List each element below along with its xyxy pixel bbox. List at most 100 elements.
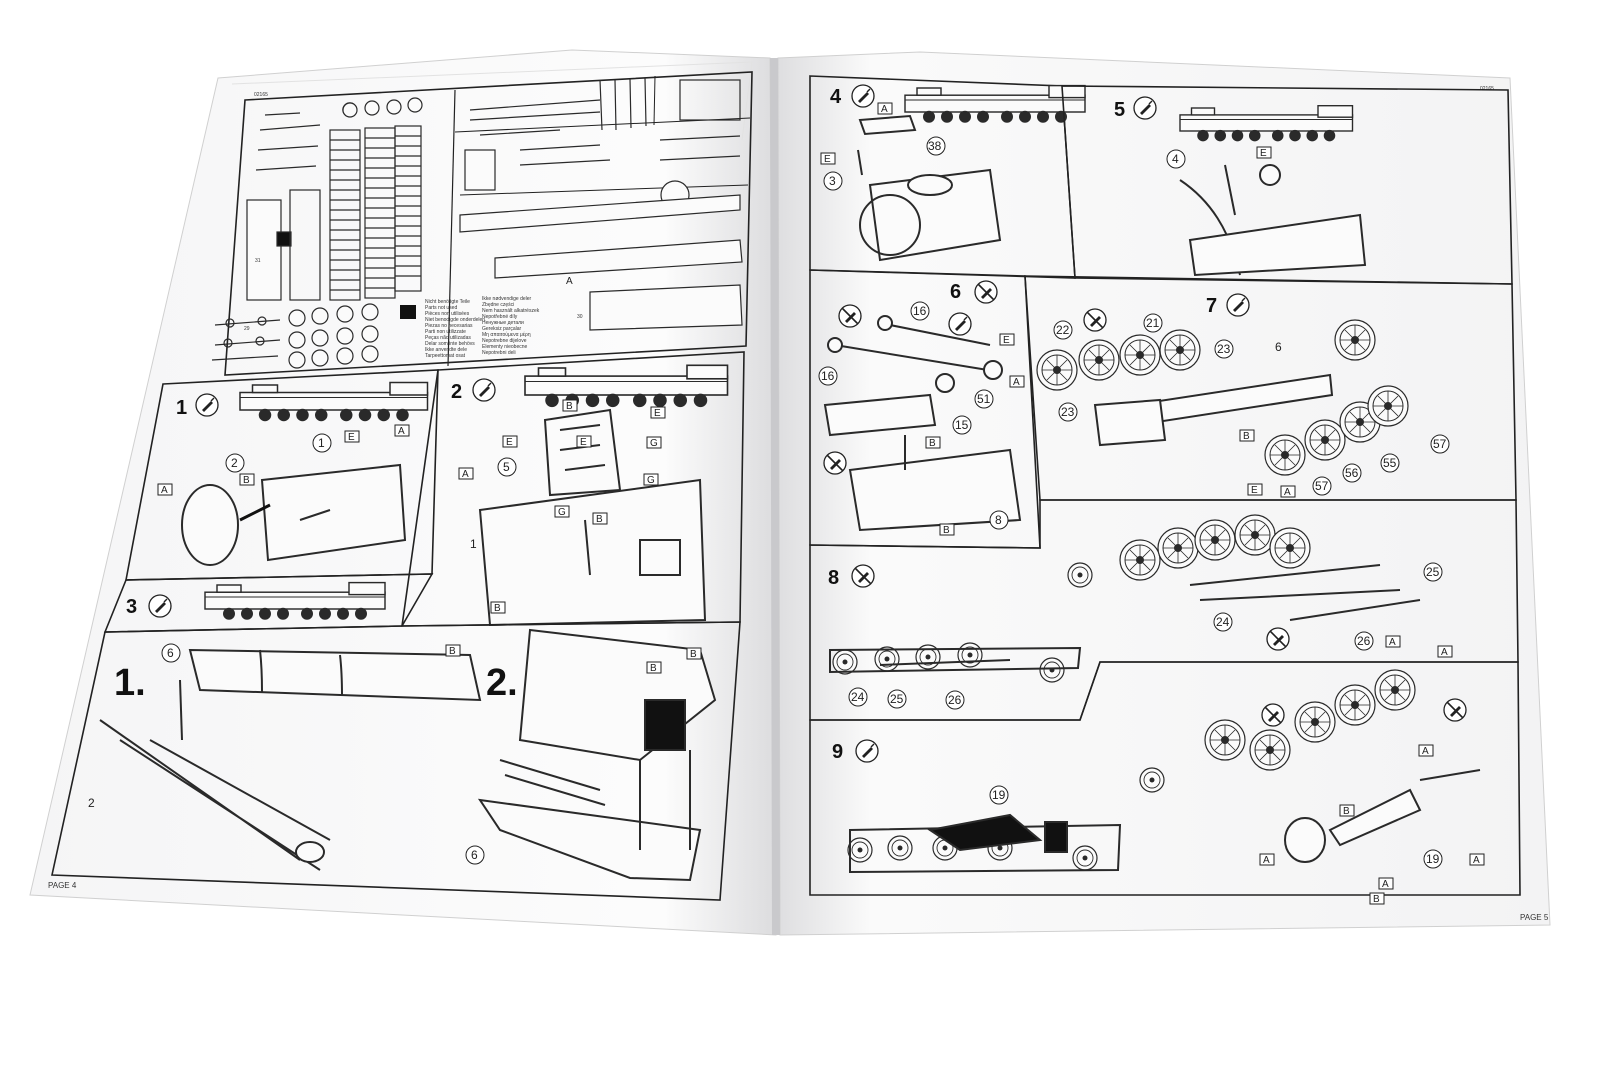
svg-text:25: 25: [890, 692, 904, 706]
svg-text:A: A: [1389, 637, 1396, 648]
svg-text:7: 7: [1206, 295, 1217, 317]
svg-text:24: 24: [1216, 615, 1230, 629]
svg-text:6: 6: [167, 646, 174, 660]
svg-text:19: 19: [1426, 852, 1440, 866]
step-8-rods: [829, 564, 1421, 674]
svg-text:Nem használt alkatrészek: Nem használt alkatrészek: [482, 308, 540, 314]
svg-text:E: E: [506, 437, 513, 448]
step-5-panel: 5 4 E: [1061, 85, 1513, 285]
boiler-drawing: [99, 648, 482, 871]
step-2-callouts: 5 1 B E E G G A E G B B: [458, 399, 666, 614]
svg-text:Ненужные детали: Ненужные детали: [482, 320, 524, 326]
svg-text:24: 24: [851, 690, 865, 704]
svg-text:2: 2: [88, 796, 95, 810]
svg-text:Nepotrebne dijelove: Nepotrebne dijelove: [482, 338, 527, 344]
svg-text:E: E: [348, 432, 355, 443]
svg-text:A: A: [1441, 647, 1448, 658]
step-1-callouts: 1 2 A B E A: [157, 424, 410, 496]
svg-text:8: 8: [828, 567, 839, 589]
step-9-drawing: [849, 769, 1481, 874]
svg-text:B: B: [650, 663, 657, 674]
svg-text:A: A: [1473, 855, 1480, 866]
svg-text:4: 4: [830, 86, 842, 108]
step-2-number: 2: [451, 381, 462, 403]
svg-text:Tarpeettomat osat: Tarpeettomat osat: [425, 353, 466, 359]
svg-text:26: 26: [948, 693, 962, 707]
svg-text:22: 22: [1056, 323, 1070, 337]
svg-text:E: E: [1260, 148, 1267, 159]
sub-step-2-number: 2.: [486, 662, 518, 704]
spine-shadow: [770, 58, 780, 935]
step-4-drawing: [857, 114, 1002, 262]
svg-text:38: 38: [928, 139, 942, 153]
svg-text:A: A: [1284, 487, 1291, 498]
svg-text:8: 8: [995, 513, 1002, 527]
svg-text:Parts not used: Parts not used: [425, 305, 457, 311]
step-6-panel: 6 16 16 15 51 8 E A B B: [809, 269, 1041, 549]
body-callout-a: A: [566, 276, 573, 287]
svg-text:Ikke anvendte dele: Ikke anvendte dele: [425, 347, 467, 353]
svg-text:55: 55: [1383, 456, 1397, 470]
sprue-part-29: 29: [244, 326, 250, 332]
step-4-panel: 4 38 3 A E: [809, 75, 1086, 279]
sprue-small-wheels: [288, 97, 423, 369]
svg-text:B: B: [566, 401, 573, 412]
svg-text:26: 26: [1357, 634, 1371, 648]
step-1-panel: 1 1 2 A B E A: [125, 369, 439, 581]
svg-text:15: 15: [955, 418, 969, 432]
svg-text:25: 25: [1426, 565, 1440, 579]
svg-text:E: E: [1251, 485, 1258, 496]
svg-text:Nicht benötigte Teile: Nicht benötigte Teile: [425, 299, 470, 305]
step-7-frame: [1093, 373, 1334, 447]
svg-text:B: B: [1373, 894, 1380, 905]
svg-text:1: 1: [318, 436, 325, 450]
right-page-code: 02165: [1480, 86, 1494, 92]
svg-text:A: A: [1382, 879, 1389, 890]
unused-parts-swatch: [400, 305, 416, 319]
svg-text:E: E: [580, 437, 587, 448]
svg-text:E: E: [654, 408, 661, 419]
unused-parts-legend: Nicht benötigte Teile Parts not used Piè…: [425, 296, 540, 359]
glue-icon: [948, 312, 972, 336]
svg-text:57: 57: [1433, 437, 1447, 451]
svg-text:3: 3: [829, 174, 836, 188]
svg-text:Gereksiz parçalar: Gereksiz parçalar: [482, 326, 522, 332]
svg-text:Nepotrebni deli: Nepotrebni deli: [482, 350, 516, 356]
svg-text:Nepotřebné díly: Nepotřebné díly: [482, 314, 518, 320]
svg-text:G: G: [647, 475, 655, 486]
svg-text:1: 1: [470, 537, 477, 551]
svg-text:A: A: [1422, 746, 1429, 757]
no-glue-icon: [1443, 698, 1467, 722]
no-glue-icon: [851, 564, 875, 588]
svg-text:B: B: [243, 475, 250, 486]
svg-text:Ikke nødvendige deler: Ikke nødvendige deler: [482, 296, 532, 302]
left-page-content: 02165: [48, 71, 753, 901]
svg-text:A: A: [1013, 377, 1020, 388]
svg-text:6: 6: [1275, 340, 1282, 354]
no-glue-icon: [1261, 703, 1285, 727]
svg-text:2: 2: [231, 456, 238, 470]
step-9-panel: 9: [809, 661, 1521, 905]
left-page-code: 02165: [254, 92, 268, 98]
sprue-part-30: 30: [577, 314, 583, 320]
svg-text:B: B: [1243, 431, 1250, 442]
svg-text:E: E: [824, 154, 831, 165]
svg-text:B: B: [596, 514, 603, 525]
glue-icon: [855, 739, 879, 763]
svg-text:B: B: [1343, 806, 1350, 817]
svg-text:Pièces non utilisées: Pièces non utilisées: [425, 311, 470, 317]
svg-text:Parti non utilizzate: Parti non utilizzate: [425, 329, 466, 335]
step-3-number: 3: [126, 596, 137, 618]
svg-text:6: 6: [950, 281, 961, 303]
cab-drawing: [477, 628, 717, 882]
step-5-drawing: [1179, 164, 1367, 277]
svg-text:57: 57: [1315, 479, 1329, 493]
svg-text:G: G: [650, 438, 658, 449]
svg-text:23: 23: [1217, 342, 1231, 356]
step-2-panel: 2 5 1 B E E G G A E G B: [401, 351, 745, 627]
svg-text:G: G: [558, 507, 566, 518]
left-page-footer: PAGE 4: [48, 881, 77, 890]
svg-text:A: A: [462, 469, 469, 480]
svg-text:9: 9: [832, 741, 843, 763]
